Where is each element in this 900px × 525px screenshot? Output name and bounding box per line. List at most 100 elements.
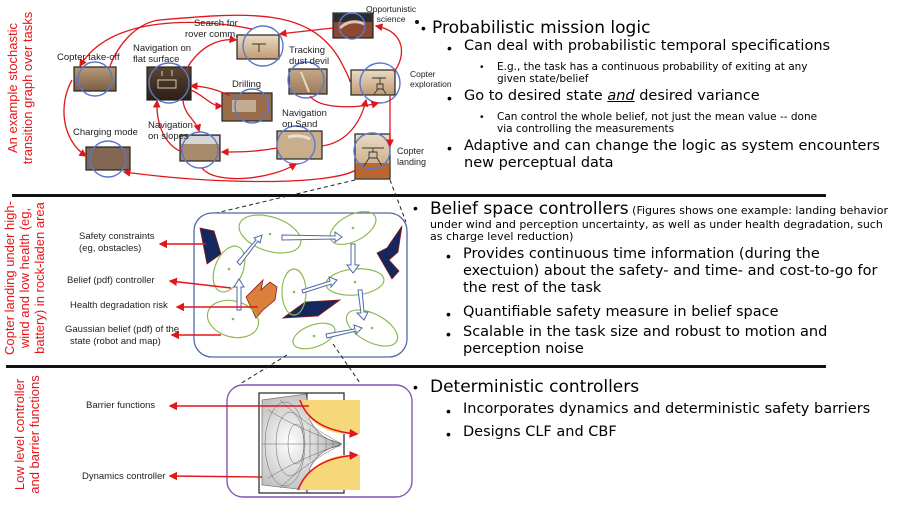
bullet-dot: •	[446, 426, 451, 442]
node-label-line: Opportunistic	[366, 4, 417, 14]
transition-arrow	[79, 21, 253, 68]
node-circle	[89, 140, 127, 178]
transition-arrow	[220, 147, 278, 156]
belief-ellipse	[238, 214, 302, 254]
transition-arrow	[190, 89, 224, 110]
callout-belief-controller: Belief (pdf) controller	[67, 275, 155, 286]
callout-line: (eg, obstacles)	[79, 243, 142, 254]
belief-ellipse	[329, 210, 377, 246]
hollow-arrow	[355, 289, 369, 321]
task-graph	[63, 12, 419, 183]
bullet-dot: •	[413, 379, 418, 395]
node-label-line: Tracking	[289, 45, 326, 56]
bullet-dot: •	[480, 112, 484, 123]
node-label-line: science	[376, 13, 406, 24]
belief-ellipse	[212, 245, 246, 293]
callout-arrow	[168, 471, 263, 481]
obstacle-shape	[281, 299, 342, 319]
belief-space-figure	[158, 210, 408, 358]
obstacle-shape	[376, 225, 403, 280]
bullet-dot: •	[447, 140, 452, 156]
transition-arrow	[278, 27, 334, 38]
node-navigation-slopes-image	[179, 134, 221, 162]
section-divider-top	[12, 194, 826, 197]
node-circle	[148, 62, 190, 104]
node-label-opportunistic-science: Opportunistic science	[366, 4, 417, 24]
emphasis-and: and	[607, 88, 635, 104]
zoom-connector-bottom	[239, 343, 361, 385]
barrier-boundary-top	[299, 399, 359, 438]
heading-belief-space-controllers: Belief space controllers (Figures shows …	[430, 199, 890, 243]
node-label-line: landing	[397, 157, 427, 167]
bullet-probabilistic-temporal: Can deal with probabilistic temporal spe…	[464, 38, 831, 54]
bullet-dot: •	[446, 248, 451, 264]
belief-means	[227, 226, 374, 338]
node-circle	[359, 62, 401, 104]
node-label-line: on slopes	[148, 131, 189, 142]
node-label-tracking-dust-devil: Tracking dust devil	[289, 45, 329, 67]
node-label-line: Navigation	[282, 108, 327, 119]
bullet-dot: •	[480, 62, 484, 73]
node-label-charging-mode: Charging mode	[73, 127, 138, 138]
barrier-callout-arrows	[168, 401, 309, 481]
hollow-arrow	[236, 234, 263, 266]
transition-arrow	[309, 95, 380, 109]
hollow-arrow	[281, 231, 343, 243]
bullet-control-whole-belief: Can control the whole belief, not just t…	[497, 111, 818, 135]
node-circle	[287, 61, 325, 99]
funnel-grid	[262, 399, 343, 489]
node-label-line: Navigation	[148, 120, 193, 131]
callout-health-risk: Health degradation risk	[70, 300, 168, 311]
bullet-clf-cbf: Designs CLF and CBF	[463, 424, 617, 440]
heading-probabilistic-mission-logic: Probabilistic mission logic	[432, 18, 651, 38]
node-circle	[338, 12, 366, 40]
node-label-search-rover: Search for rover comm.	[185, 18, 238, 40]
bullet-dot: •	[446, 326, 451, 342]
bullet-scalable-robust: Scalable in the task size and robust to …	[463, 324, 828, 357]
callout-gaussian-belief: Gaussian belief (pdf) of the state (robo…	[65, 324, 179, 348]
transition-arrow	[182, 99, 202, 133]
callout-barrier-functions: Barrier functions	[86, 400, 156, 411]
callout-dynamics-controller: Dynamics controller	[82, 471, 166, 482]
callout-line: Gaussian belief (pdf) of the	[65, 324, 180, 335]
callout-safety-constraints: Safety constraints (eg, obstacles)	[79, 231, 155, 255]
node-label-copter-takeoff: Copter take-off	[57, 52, 120, 63]
node-circle	[77, 61, 113, 97]
bullet-continuous-time-info: Provides continuous time information (du…	[463, 246, 878, 296]
node-label-line: Copter	[397, 146, 425, 156]
transition-arrow	[374, 23, 402, 73]
node-copter-landing-image	[354, 133, 391, 180]
barrier-function-figure	[168, 384, 413, 498]
transition-arrow	[109, 14, 351, 83]
node-label-line: flat surface	[133, 54, 180, 65]
transition-arrow	[152, 99, 183, 153]
transition-arrow	[63, 79, 88, 157]
bullet-dot: •	[413, 200, 418, 216]
node-label-line: exploration	[410, 79, 452, 89]
node-charging-mode-image	[85, 146, 131, 171]
hollow-arrow	[346, 243, 360, 274]
bullet-dot: •	[447, 40, 452, 56]
zoom-connector-top	[211, 179, 407, 223]
text-span: desired variance	[634, 88, 760, 104]
heading-note: (Figures shows one example: landing beha…	[430, 204, 888, 243]
node-label-line: Copter	[410, 69, 436, 79]
callout-line: Safety constraints	[79, 231, 155, 242]
node-label-line: Search for	[193, 18, 238, 29]
heading-deterministic-controllers: Deterministic controllers	[430, 377, 640, 397]
section-divider-bottom	[6, 365, 826, 368]
node-highlight-circles	[77, 12, 401, 178]
node-copter-exploration-image	[350, 69, 396, 96]
transition-arrow	[201, 163, 298, 180]
barrier-region-bottom	[300, 455, 360, 490]
node-label-line: dust devil	[289, 56, 330, 67]
node-label-navigation-slopes: Navigation on slopes	[148, 120, 193, 142]
bullet-dot: •	[447, 90, 452, 106]
hollow-arrow	[325, 324, 363, 339]
node-circle	[353, 132, 391, 170]
health-risk-shape	[245, 278, 278, 319]
bullet-desired-state-variance: Go to desired state and desired variance	[464, 88, 760, 105]
belief-ellipse	[292, 322, 336, 350]
bullet-dot: •	[446, 306, 451, 322]
